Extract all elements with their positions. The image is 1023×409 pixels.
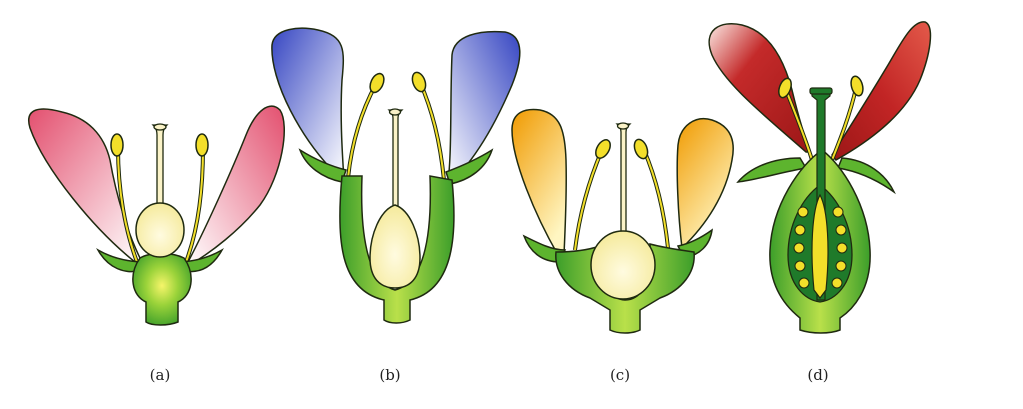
flower-b-stamen-right xyxy=(418,81,446,181)
flower-b-stigma xyxy=(388,108,402,116)
flower-b-petal-left xyxy=(271,27,345,181)
flower-d-petal-left xyxy=(708,23,812,153)
flower-b xyxy=(271,27,521,324)
flower-c-sepal-left xyxy=(522,234,567,263)
flower-d-stigma xyxy=(809,87,833,95)
panel-label-b: (b) xyxy=(379,366,401,384)
flower-d-anther-right xyxy=(850,75,864,97)
flower-a-stigma xyxy=(153,123,167,131)
flower-c-style xyxy=(615,123,632,237)
flower-c-stamen-left xyxy=(573,149,604,251)
flower-d-sepal-right xyxy=(836,157,896,195)
ovule xyxy=(793,242,805,254)
ovule xyxy=(836,242,848,254)
flower-b-stamen-left xyxy=(346,83,378,179)
flower-b-anther-right xyxy=(411,71,427,93)
flower-a-ovary xyxy=(135,202,185,258)
ovule xyxy=(794,224,806,236)
flower-b-sepal-left xyxy=(298,148,347,183)
flower-c-petal-right xyxy=(676,118,734,250)
ovule xyxy=(832,206,844,218)
flower-c-petal-left xyxy=(511,108,568,256)
panel-label-a: (a) xyxy=(149,366,171,384)
ovule xyxy=(798,277,810,289)
flower-c-stamen-right xyxy=(642,149,670,249)
flower-d xyxy=(708,21,932,334)
flower-d-petal-right xyxy=(831,21,932,161)
flower-a-anther-left xyxy=(110,133,124,157)
panel-label-c: (c) xyxy=(609,366,631,384)
ovule xyxy=(835,224,847,236)
ovule xyxy=(831,277,843,289)
flower-c-anther-right xyxy=(633,138,649,160)
panel-label-d: (d) xyxy=(807,366,829,384)
flower-d-anther-left xyxy=(778,77,792,99)
flower-a-receptacle xyxy=(132,252,192,326)
flower-b-anther-left xyxy=(369,72,385,94)
flower-d-placenta xyxy=(811,193,829,299)
flower-b-petal-right xyxy=(447,30,521,188)
flower-a-petal-right xyxy=(187,105,285,268)
flower-a-style xyxy=(151,124,169,207)
flower-c-stigma xyxy=(616,122,630,130)
flower-a-petal-left xyxy=(28,108,144,263)
flower-c-anther-left xyxy=(595,139,611,159)
flower-a-anther-right xyxy=(195,133,209,157)
ovule xyxy=(835,260,847,272)
flower-c xyxy=(511,108,734,334)
ovule xyxy=(797,206,809,218)
flower-c-ovary xyxy=(590,230,656,300)
flower-b-style xyxy=(387,109,404,211)
flower-b-sepal-right xyxy=(445,148,494,185)
flower-a xyxy=(28,105,285,326)
flower-d-ovules xyxy=(793,206,848,289)
ovule xyxy=(794,260,806,272)
flower-a-sepal-left xyxy=(96,248,148,273)
flower-b-ovary xyxy=(369,204,421,289)
flower-d-sepal-left xyxy=(736,157,808,183)
